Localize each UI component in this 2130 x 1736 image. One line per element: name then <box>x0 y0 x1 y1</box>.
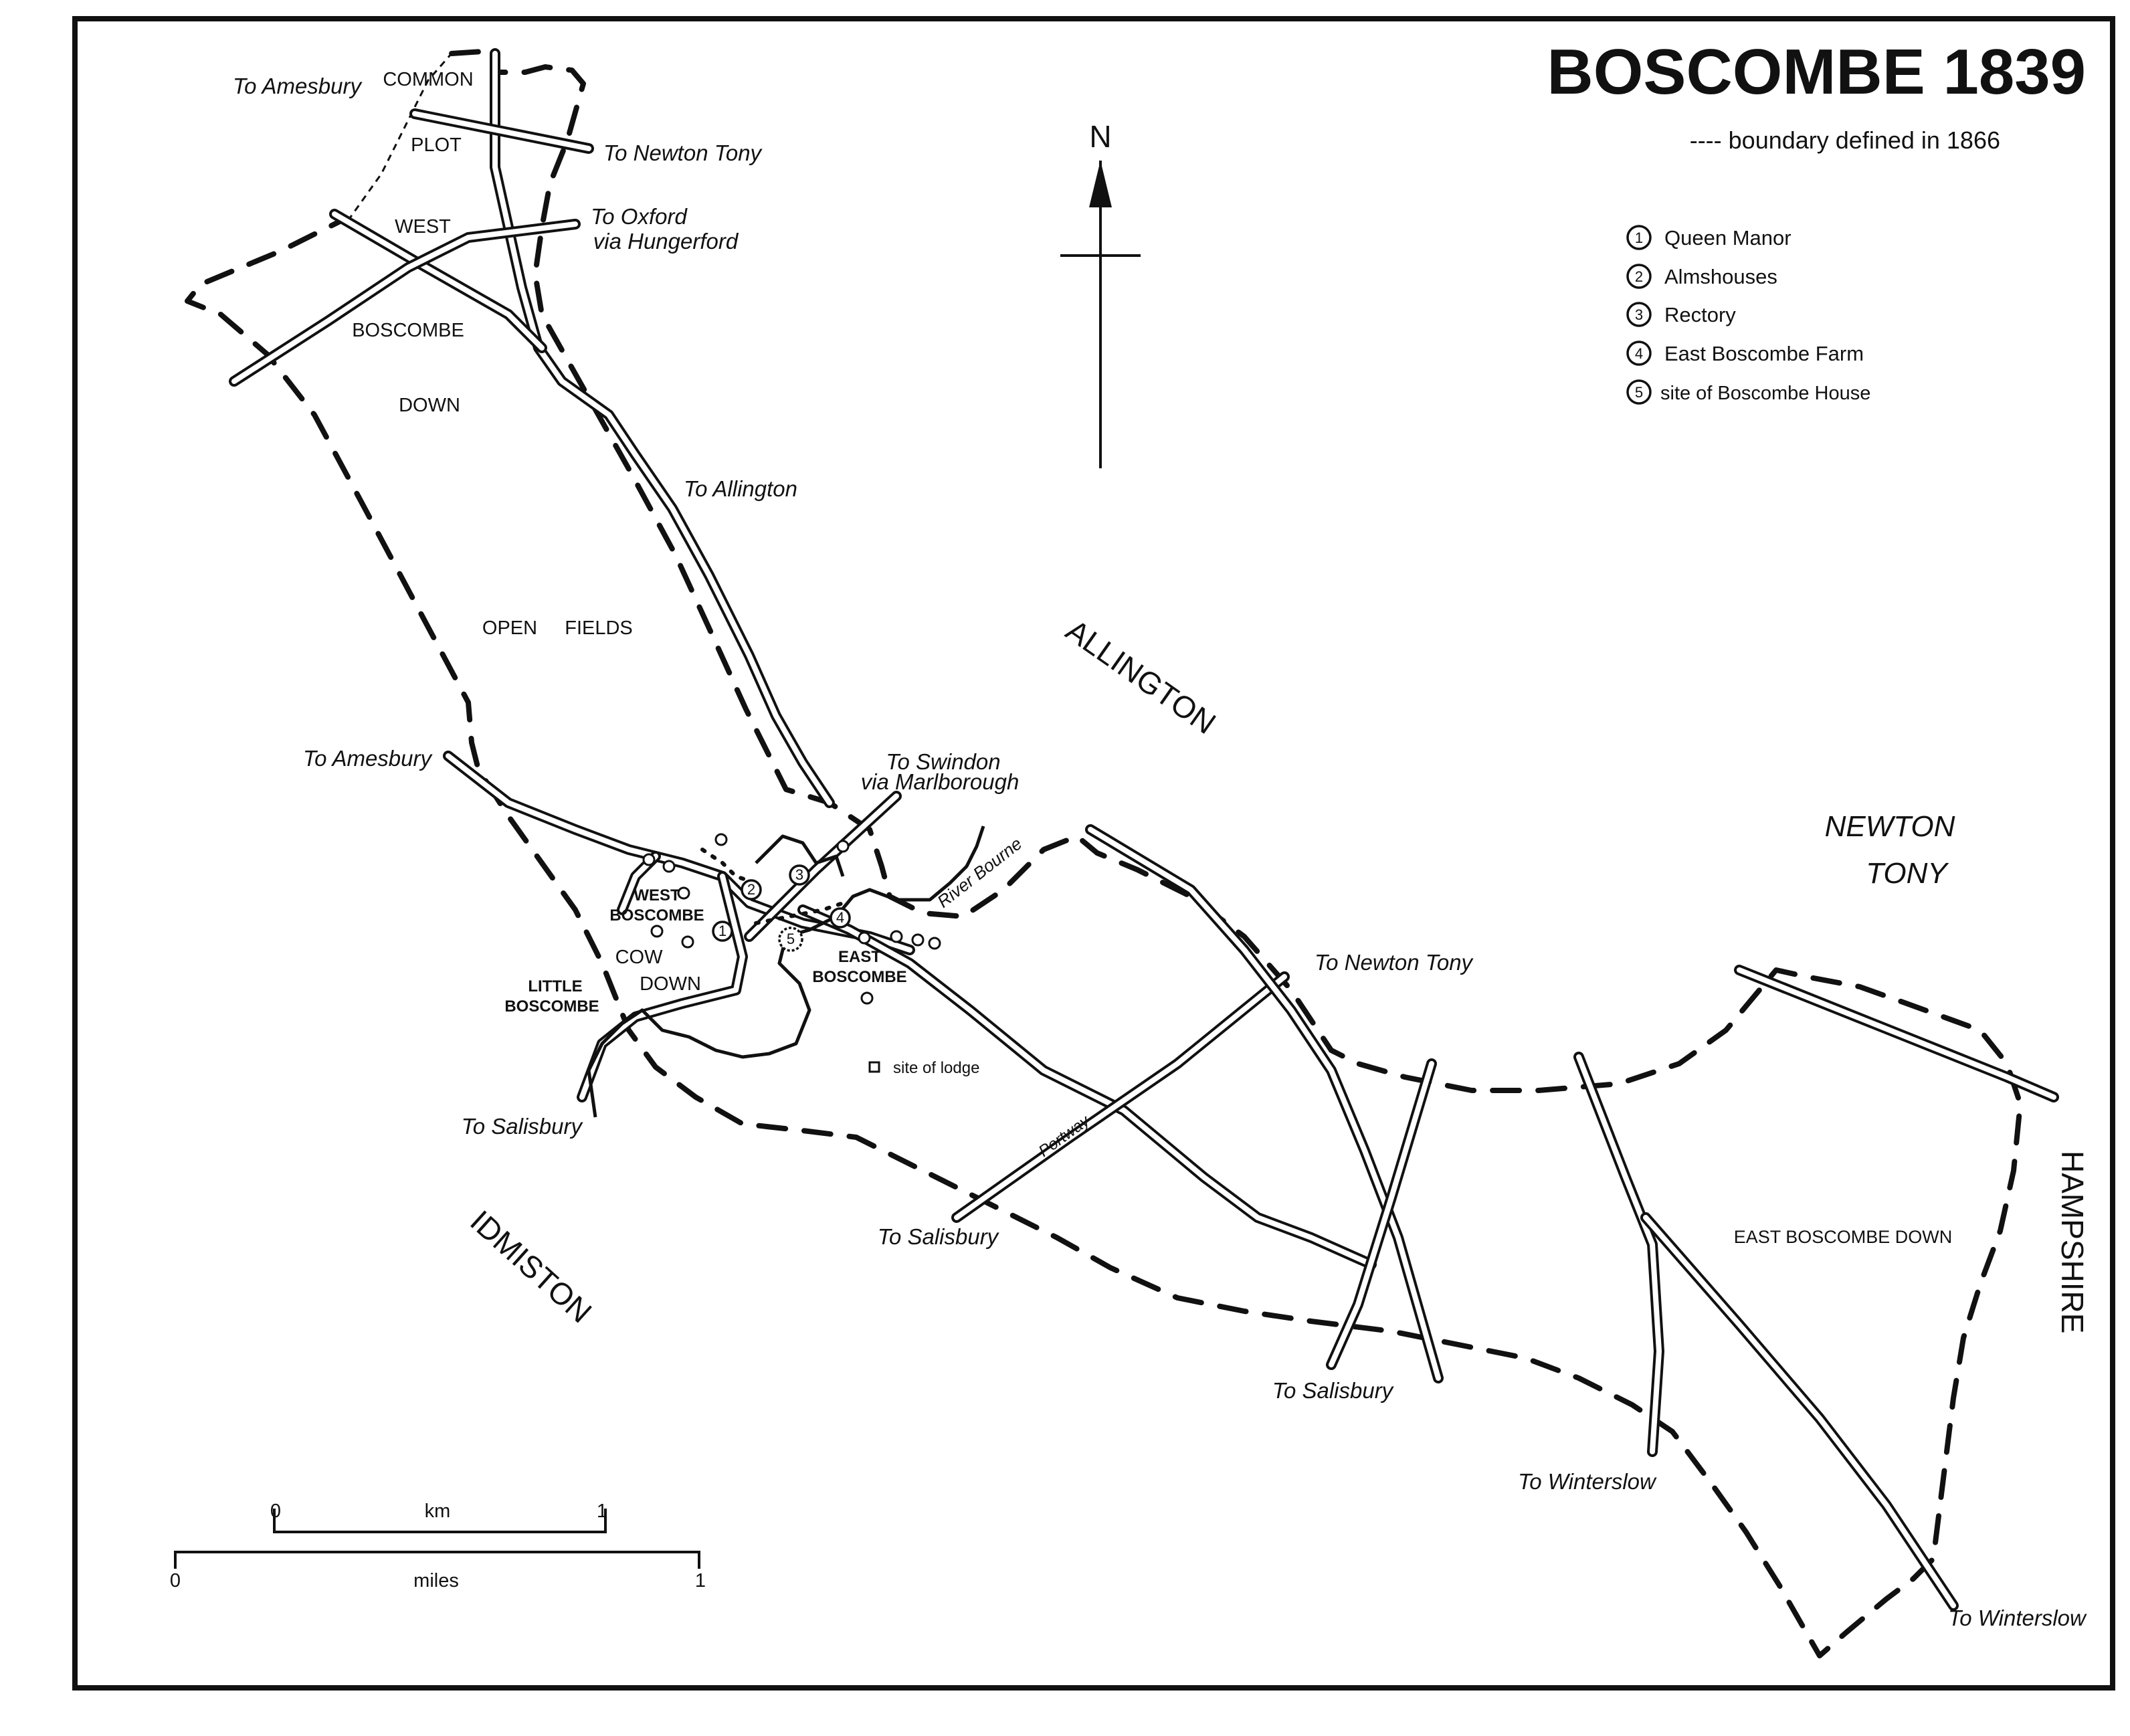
parish-boundary <box>185 48 2023 1658</box>
place-labels: COMMON PLOT WEST BOSCOMBE DOWN OPEN FIEL… <box>352 69 1952 1247</box>
label-down: DOWN <box>399 395 460 416</box>
label-to-salisbury-central: To Salisbury <box>878 1224 1000 1249</box>
label-portway: Portway <box>1036 1111 1094 1161</box>
label-to-salisbury-south: To Salisbury <box>1272 1378 1395 1403</box>
label-river-bourne: River Bourne <box>933 834 1026 912</box>
svg-text:2: 2 <box>747 881 755 898</box>
scale-km-one: 1 <box>597 1501 607 1522</box>
north-arrow: N <box>1060 119 1141 468</box>
label-little-boscombe-1: LITTLE <box>528 977 582 995</box>
label-tony: TONY <box>1866 857 1949 890</box>
label-to-oxford: To Oxford <box>591 204 688 229</box>
tree-icons <box>642 833 941 1005</box>
map-frame <box>72 16 2115 1691</box>
label-to-amesbury-west: To Amesbury <box>303 746 433 771</box>
road-labels: To Amesbury To Newton Tony To Oxford via… <box>233 74 2087 1630</box>
label-to-allington: To Allington <box>684 476 797 501</box>
svg-text:1: 1 <box>718 923 727 939</box>
label-hampshire: HAMPSHIRE <box>2055 1151 2090 1333</box>
marker-5: 5 <box>778 927 803 952</box>
legend-label-2: Almshouses <box>1664 265 1777 288</box>
label-to-newton-tony-north: To Newton Tony <box>603 140 763 165</box>
label-west-boscombe-2: BOSCOMBE <box>609 906 704 925</box>
label-to-newton-tony-east: To Newton Tony <box>1315 950 1474 975</box>
label-via-marlborough: via Marlborough <box>861 769 1020 794</box>
label-west: WEST <box>395 216 451 237</box>
label-west-boscombe-1: WEST <box>634 886 680 904</box>
label-cow: COW <box>615 947 664 968</box>
label-common: COMMON <box>383 69 473 90</box>
svg-text:4: 4 <box>1635 345 1643 362</box>
label-cow-down: DOWN <box>640 973 701 995</box>
marker-3: 3 <box>789 864 810 886</box>
scale-bar: 0 km 1 0 miles 1 <box>170 1501 706 1592</box>
lodge-icon <box>868 1061 880 1073</box>
label-allington: ALLINGTON <box>1060 613 1222 741</box>
label-east-boscombe-down: EAST BOSCOMBE DOWN <box>1734 1227 1953 1247</box>
svg-text:5: 5 <box>787 931 795 947</box>
dotted-track <box>700 848 758 885</box>
label-to-winterslow-1: To Winterslow <box>1518 1469 1657 1494</box>
legend-item-5: 5 <box>1626 379 1652 405</box>
label-to-swindon: To Swindon <box>886 749 1000 774</box>
svg-text:1: 1 <box>1635 229 1643 246</box>
svg-text:2: 2 <box>1635 268 1643 285</box>
marker-2: 2 <box>741 879 762 900</box>
legend-label-3: Rectory <box>1664 303 1736 326</box>
marker-4: 4 <box>830 907 851 929</box>
label-east-boscombe-1: EAST <box>838 948 881 966</box>
dotted-track-2 <box>754 901 845 925</box>
boundary-fine-dash <box>347 53 453 221</box>
scale-mi-one: 1 <box>695 1570 706 1592</box>
label-site-of-lodge: site of lodge <box>893 1059 979 1077</box>
label-fields: FIELDS <box>565 617 633 639</box>
label-little-boscombe-2: BOSCOMBE <box>504 997 599 1016</box>
legend-boundary: ---- boundary defined in 1866 <box>1690 126 2000 154</box>
north-label: N <box>1089 119 1111 154</box>
label-open: OPEN <box>482 617 537 639</box>
legend-item-3: 3 <box>1626 302 1652 327</box>
scale-km-label: km <box>425 1501 451 1522</box>
roads <box>229 48 2059 1611</box>
label-via-hungerford: via Hungerford <box>593 229 739 254</box>
legend-item-2: 2 <box>1626 264 1652 289</box>
marker-1: 1 <box>712 921 733 942</box>
svg-text:3: 3 <box>795 866 803 883</box>
label-to-salisbury-west: To Salisbury <box>462 1114 584 1139</box>
label-east-boscombe-2: BOSCOMBE <box>812 968 906 986</box>
river-bourne <box>587 826 985 1118</box>
label-idmiston: IDMISTON <box>464 1203 598 1330</box>
svg-text:5: 5 <box>1635 384 1643 401</box>
scale-km-zero: 0 <box>270 1501 281 1522</box>
legend-item-4: 4 <box>1626 341 1652 366</box>
river-channel <box>755 834 845 877</box>
legend-label-4: East Boscombe Farm <box>1664 342 1864 365</box>
label-newton: NEWTON <box>1825 810 1955 843</box>
scale-mi-zero: 0 <box>170 1570 181 1592</box>
legend-label-1: Queen Manor <box>1664 226 1792 250</box>
svg-text:3: 3 <box>1635 306 1643 323</box>
legend-label-5: site of Boscombe House <box>1660 383 1870 404</box>
label-to-winterslow-2: To Winterslow <box>1948 1606 2087 1630</box>
label-to-amesbury-north: To Amesbury <box>233 74 363 98</box>
svg-text:4: 4 <box>836 909 844 926</box>
map-title: BOSCOMBE 1839 <box>1547 36 2086 108</box>
scale-mi-label: miles <box>413 1570 459 1592</box>
legend: 1 Queen Manor 2 Almshouses 3 Rectory 4 E… <box>1626 225 1870 405</box>
label-boscombe: BOSCOMBE <box>352 320 464 341</box>
label-plot: PLOT <box>411 134 462 156</box>
legend-item-1: 1 <box>1626 225 1652 250</box>
